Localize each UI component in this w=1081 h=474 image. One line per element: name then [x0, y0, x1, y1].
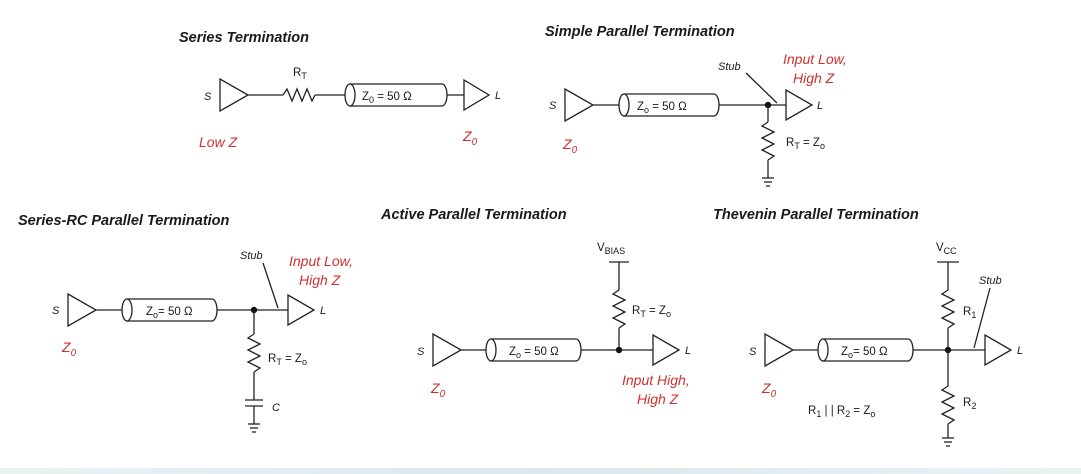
load-impedance-note: Z0 — [462, 128, 478, 148]
series-rc-parallel-termination-panel: Series-RC Parallel Termination S Zo= 50 … — [18, 213, 353, 433]
series-resistor-icon — [282, 87, 316, 103]
load-label: L — [1017, 345, 1023, 357]
source-label: S — [52, 305, 60, 317]
driver-buffer-icon — [564, 87, 595, 123]
load-label: L — [685, 345, 691, 357]
thevenin-title: Thevenin Parallel Termination — [713, 207, 919, 223]
source-label: S — [749, 346, 757, 358]
driver-buffer-icon — [219, 77, 250, 113]
r2-label: R2 — [963, 397, 976, 411]
ground-icon — [762, 177, 774, 187]
driver-buffer-icon — [764, 332, 795, 368]
series-termination-panel: Series Termination S RT Z0 = 50 Ω L Low … — [179, 30, 501, 150]
transmission-line-label: Zo = 50 Ω — [509, 346, 559, 360]
load-label: L — [817, 100, 823, 112]
bottom-edge-strip — [0, 468, 1081, 474]
resistor-label: RT — [293, 67, 307, 81]
stub-pointer — [973, 287, 991, 349]
source-label: S — [549, 100, 557, 112]
source-impedance-note: Z0 — [61, 339, 77, 359]
stub-pointer — [262, 262, 279, 309]
stub-label: Stub — [240, 250, 263, 262]
transmission-line-icon — [485, 338, 582, 362]
active-parallel-termination-panel: Active Parallel Termination VBIAS RT = Z… — [380, 207, 691, 407]
ground-icon — [248, 423, 260, 433]
load-label: L — [495, 90, 501, 102]
parallel-equation: R1 | | R2 = Zo — [808, 405, 875, 419]
source-impedance-note: Z0 — [430, 380, 446, 400]
transmission-line-label: Zo= 50 Ω — [841, 346, 888, 360]
source-label: S — [204, 91, 212, 103]
junction-node — [615, 346, 623, 354]
simple-parallel-title: Simple Parallel Termination — [545, 24, 735, 40]
source-impedance-note: Low Z — [199, 134, 238, 150]
simple-parallel-termination-panel: Simple Parallel Termination S Zo = 50 Ω … — [545, 24, 847, 187]
transmission-line-label: Z0 = 50 Ω — [362, 91, 412, 105]
termination-resistor-label: RT = Zo — [268, 353, 307, 367]
receiver-buffer-icon — [785, 88, 814, 122]
driver-buffer-icon — [432, 332, 463, 368]
load-condition-note-line1: Input High, — [622, 372, 690, 388]
source-impedance-note: Z0 — [761, 380, 777, 400]
capacitor-icon — [245, 399, 263, 407]
transmission-line-icon — [618, 93, 720, 117]
vcc-supply-label: VCC — [936, 242, 957, 256]
receiver-buffer-icon — [287, 293, 316, 327]
stub-label: Stub — [718, 61, 741, 73]
load-condition-note-line1: Input Low, — [783, 51, 847, 67]
thevenin-parallel-termination-panel: Thevenin Parallel Termination VCC R1 Stu… — [713, 207, 1023, 447]
receiver-buffer-icon — [652, 333, 681, 367]
source-impedance-note: Z0 — [562, 136, 578, 156]
r2-resistor-icon — [940, 385, 956, 425]
transmission-line-label: Zo= 50 Ω — [146, 306, 193, 320]
transmission-line-icon — [817, 338, 914, 362]
series-termination-title: Series Termination — [179, 30, 309, 46]
transmission-line-label: Zo = 50 Ω — [637, 101, 687, 115]
termination-resistor-icon — [246, 333, 262, 373]
r1-resistor-icon — [940, 289, 956, 329]
load-condition-note-line1: Input Low, — [289, 253, 353, 269]
transmission-line-icon — [344, 83, 448, 107]
stub-pointer — [745, 72, 778, 104]
termination-resistor-label: RT = Zo — [786, 137, 825, 151]
capacitor-label: C — [272, 402, 280, 414]
receiver-buffer-icon — [463, 78, 491, 112]
receiver-buffer-icon — [984, 333, 1013, 367]
ground-icon — [942, 437, 954, 447]
transmission-line-icon — [121, 298, 218, 322]
active-parallel-title: Active Parallel Termination — [380, 207, 567, 223]
load-condition-note-line2: High Z — [793, 70, 835, 86]
stub-label: Stub — [979, 275, 1002, 287]
termination-resistor-icon — [760, 121, 776, 161]
source-label: S — [417, 346, 425, 358]
series-rc-title: Series-RC Parallel Termination — [18, 213, 230, 229]
termination-resistor-icon — [611, 289, 627, 329]
termination-resistor-label: RT = Zo — [632, 305, 671, 319]
load-label: L — [320, 305, 326, 317]
load-condition-note-line2: High Z — [299, 272, 341, 288]
driver-buffer-icon — [67, 292, 98, 328]
bias-supply-label: VBIAS — [597, 242, 625, 256]
r1-label: R1 — [963, 306, 976, 320]
load-condition-note-line2: High Z — [637, 391, 679, 407]
